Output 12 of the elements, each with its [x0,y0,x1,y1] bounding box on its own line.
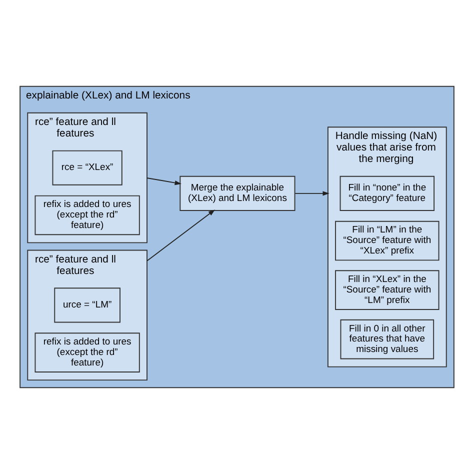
arrow [146,210,216,262]
arrow [146,178,182,186]
node-box: Fill in “none” in the “Category” feature [340,176,435,211]
node-box: refix is added to ures (except the rd” feature) [34,332,140,372]
node-box: Fill in “LM” in the “Source” feature with “XLex” prefix [335,220,440,261]
node-box: rce = “XLex” [52,150,122,186]
arrow [294,191,330,196]
node-box: Fill in 0 in all other features that have missing values [340,319,434,360]
node-box: Fill in “XLex” in the “Source” feature with “LM” prefix [335,270,440,310]
node-box: refix is added to ures (except the rd” feature) [34,195,140,236]
node-box: urce = “LM” [54,288,120,323]
node-box: Merge the explainable (XLex) and LM lexicons [180,176,296,211]
